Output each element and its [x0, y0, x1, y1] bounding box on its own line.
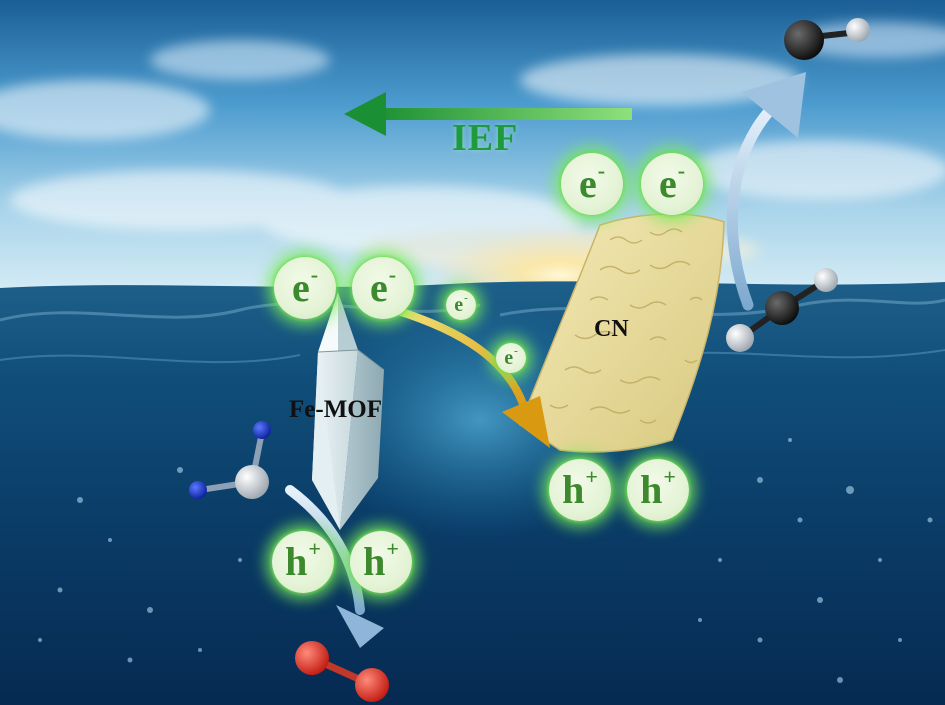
electron-transfer-arrow	[391, 306, 550, 448]
cn-sheet	[519, 213, 725, 453]
ief-arrow	[344, 92, 632, 136]
ief-label: IEF	[452, 117, 519, 159]
hole-circle: h+	[350, 531, 412, 593]
product-arrow	[726, 72, 806, 311]
electron-circle: e-	[561, 153, 623, 215]
hole-circle: h+	[272, 531, 334, 593]
hole-circle: h+	[549, 459, 611, 521]
oxidation-arrow	[285, 485, 384, 648]
femof-label: Fe-MOF	[289, 396, 383, 423]
reactant-molecule-left	[189, 421, 271, 499]
cn-label: CN	[594, 316, 629, 342]
electron-small-circle: e-	[446, 290, 476, 320]
oxygen-molecule	[295, 641, 389, 702]
reactant-molecule-right	[726, 268, 838, 352]
electron-circle: e-	[641, 153, 703, 215]
electron-circle: e-	[352, 257, 414, 319]
hole-circle: h+	[627, 459, 689, 521]
electron-circle: e-	[274, 257, 336, 319]
product-molecule	[784, 18, 870, 60]
femof-crystal	[312, 292, 385, 530]
electron-small-circle: e-	[496, 343, 526, 373]
bubbles	[38, 438, 933, 683]
